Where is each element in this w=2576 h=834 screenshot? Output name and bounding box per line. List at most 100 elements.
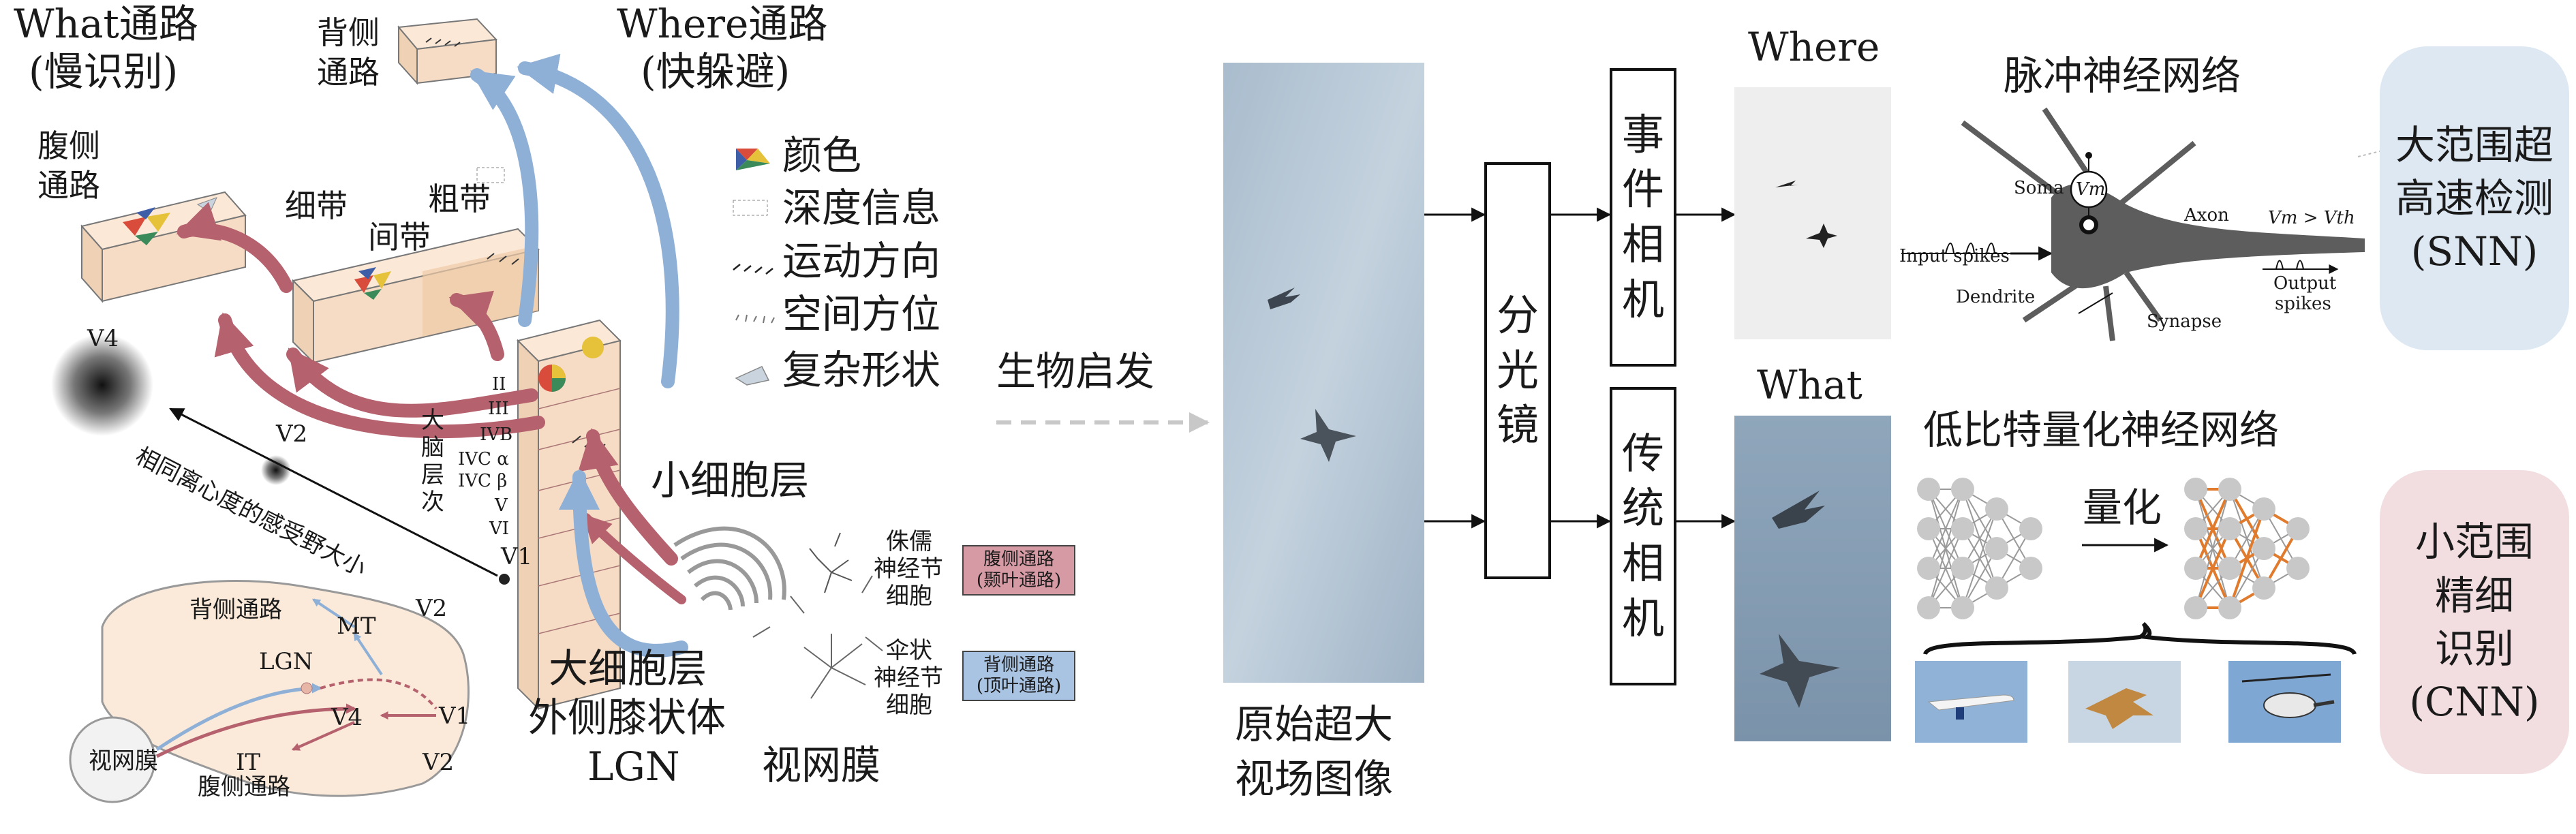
- neuron-axon-label: Axon: [2184, 205, 2229, 226]
- network-node: [2184, 596, 2207, 619]
- qnn-quantized: [2184, 478, 2310, 619]
- layer-ivcb: IVC β: [458, 471, 508, 491]
- thumb-fighter[interactable]: [2068, 661, 2181, 743]
- cnn-result-line-3: 识别: [2434, 626, 2514, 672]
- where-frame-label: Where: [1748, 24, 1880, 70]
- network-node: [2184, 517, 2207, 540]
- neuron-input-label: Input spikes: [1899, 246, 2010, 266]
- qnn-full-precision: [1917, 478, 2042, 619]
- neuron-output-label-1: Output: [2273, 273, 2337, 294]
- network-node: [2184, 478, 2207, 501]
- network-node: [2184, 557, 2207, 580]
- thumb-helicopter[interactable]: [2228, 661, 2341, 743]
- cortex-label-2: 脑: [421, 434, 444, 461]
- ventral-tag-line-2: (颞叶通路): [976, 570, 1062, 591]
- ventral-arrows: [176, 202, 686, 604]
- brain-v4-label: V4: [331, 704, 363, 731]
- cortex-label-4: 次: [421, 489, 444, 516]
- splitter-char-1: 分: [1496, 290, 1539, 341]
- network-node: [1951, 596, 1974, 619]
- conventional-camera-char-1: 传: [1621, 428, 1664, 478]
- network-edge: [1962, 508, 1997, 608]
- where-title: Where通路: [617, 1, 828, 47]
- network-node: [2218, 596, 2241, 619]
- conventional-camera-char-4: 机: [1621, 593, 1664, 643]
- magno-label: 大细胞层: [549, 645, 707, 692]
- dorsal-stream-label-2: 通路: [317, 54, 380, 91]
- snn-neuron: [1901, 107, 2440, 341]
- conventional-camera-box[interactable]: 传 统 相 机: [1610, 387, 1676, 685]
- dorsal-tag-line-2: (顶叶通路): [976, 676, 1062, 697]
- brain-v2-top-label: V2: [416, 595, 448, 622]
- cortex-label-3: 层: [421, 461, 444, 489]
- receptive-field-medium: [261, 455, 291, 485]
- splitter-char-3: 镜: [1496, 400, 1539, 450]
- raw-image[interactable]: [1223, 63, 1424, 683]
- dorsal-stream-label-1: 背侧: [317, 14, 380, 51]
- event-camera-box[interactable]: 事 件 相 机: [1610, 68, 1676, 367]
- brain-retina-label: 视网膜: [89, 747, 158, 775]
- neuron-vm-label: Vm: [2076, 179, 2106, 200]
- network-node: [1951, 478, 1974, 501]
- dorsal-tag-line-1: 背侧通路: [983, 655, 1054, 675]
- receptive-field-large: [51, 334, 153, 436]
- neuron-output-label-2: spikes: [2275, 294, 2331, 314]
- network-node: [1951, 557, 1974, 580]
- network-edge: [2194, 489, 2231, 569]
- midget-ganglion-cell: [809, 532, 853, 593]
- what-subtitle: (慢识别): [29, 48, 179, 95]
- lgn-label-2: LGN: [587, 743, 680, 790]
- cnn-result-line-4: (CNN): [2409, 679, 2540, 726]
- retina-label: 视网膜: [762, 742, 881, 788]
- lgn-label-1: 外侧膝状体: [528, 694, 726, 741]
- ventral-tag-line-1: 腹侧通路: [983, 549, 1054, 570]
- thumb-airliner[interactable]: [1915, 661, 2027, 743]
- splitter-char-2: 光: [1496, 345, 1539, 395]
- network-node: [1985, 576, 2008, 600]
- conventional-camera-char-3: 相: [1621, 538, 1664, 588]
- parasol-label-3: 细胞: [886, 692, 932, 719]
- beam-splitter-box[interactable]: 分 光 镜: [1484, 162, 1551, 579]
- legend-depth-label: 深度信息: [782, 185, 941, 231]
- network-node: [1951, 517, 1974, 540]
- snn-title: 脉冲神经网络: [2004, 52, 2241, 99]
- event-camera-char-4: 机: [1621, 274, 1664, 324]
- network-node: [2286, 517, 2310, 540]
- what-frame[interactable]: [1734, 416, 1891, 741]
- pipeline-arrows: [1424, 207, 1736, 529]
- neuron-dendrite-label: Dendrite: [1956, 287, 2036, 307]
- network-node: [2286, 557, 2310, 580]
- snn-result-line-3: (SNN): [2410, 228, 2539, 275]
- layer-vi: VI: [489, 519, 510, 539]
- network-node: [2218, 478, 2241, 501]
- brace: [1923, 621, 2357, 655]
- network-node: [1917, 557, 1940, 580]
- network-node: [2019, 557, 2042, 580]
- event-frame[interactable]: [1734, 87, 1891, 339]
- network-node: [2252, 576, 2275, 600]
- layer-iii: III: [488, 399, 509, 419]
- event-camera-char-2: 件: [1621, 164, 1664, 215]
- layer-ivca: IVC α: [458, 449, 509, 469]
- brain-dorsal-label: 背侧通路: [189, 596, 282, 623]
- conventional-camera-char-2: 统: [1621, 483, 1664, 534]
- receptive-field-small: [499, 574, 510, 585]
- layer-ii: II: [492, 374, 506, 395]
- midget-label-2: 神经节: [874, 555, 943, 583]
- event-camera-char-1: 事: [1621, 109, 1664, 159]
- raw-image-label-2: 视场图像: [1235, 756, 1394, 802]
- network-node: [1985, 497, 2008, 521]
- color-icon: [736, 149, 770, 170]
- brain-v2-bottom-label: V2: [423, 749, 455, 776]
- inter-band-label: 间带: [368, 219, 431, 256]
- what-title: What通路: [14, 1, 198, 47]
- v4-box: [80, 191, 247, 303]
- legend-motion-label: 运动方向: [782, 238, 941, 284]
- network-edge: [2228, 508, 2265, 608]
- neuron-soma-label: Soma: [2014, 178, 2064, 198]
- parasol-label-1: 伞状: [886, 637, 932, 664]
- network-edge: [2195, 489, 2230, 608]
- lgn-structure: [673, 526, 786, 611]
- network-node: [1917, 517, 1940, 540]
